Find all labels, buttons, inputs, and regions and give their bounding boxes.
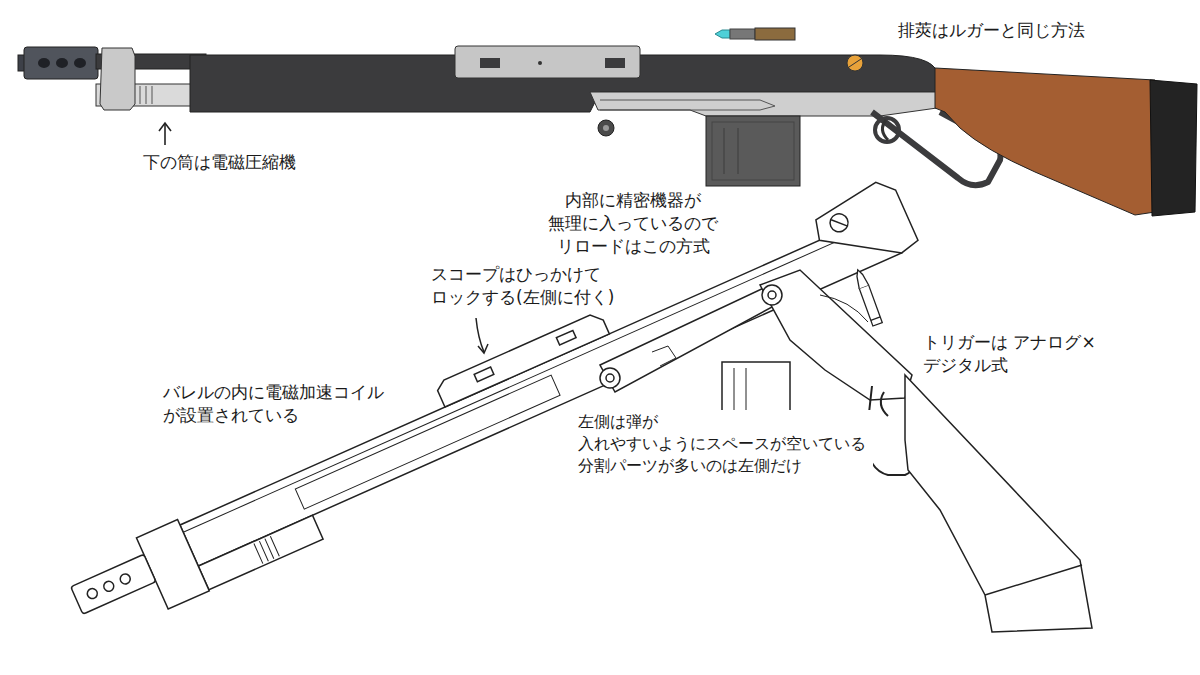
rifle-open-sketch-part-part — [827, 211, 851, 235]
rifle-open-sketch-part-part — [119, 572, 132, 585]
rifle-top-part — [24, 47, 98, 79]
cartridge-sketch-part — [871, 317, 880, 320]
rifle-open-sketch-part-part — [102, 580, 115, 593]
rifle-top-part — [598, 120, 614, 136]
annotation: 排莢はルガーと同じ方法 — [895, 18, 1088, 43]
rifle-top-part — [847, 55, 863, 71]
rifle-open-sketch-part — [985, 565, 1082, 595]
leader-arrow — [476, 318, 488, 353]
rifle-open-sketch-part — [54, 176, 931, 641]
rifle-open-sketch-part-part — [474, 367, 494, 382]
rifle-top-part — [706, 116, 800, 186]
annotation: 左側は弾が 入れやすいようにスペースが空いている 分割パーツが多いのは左側だけ — [575, 410, 873, 478]
rifle-top-part — [724, 128, 738, 174]
rifle-top-part — [849, 59, 861, 67]
rifle-open-sketch-part — [905, 375, 1092, 632]
rifle-open-sketch-part — [652, 346, 676, 366]
annotation: バレルの内に電磁加速コイル が設置されている — [160, 380, 391, 428]
rifle-open-sketch-part-part — [198, 515, 323, 590]
cartridge-part — [755, 28, 795, 40]
rifle-open-sketch-part-part — [807, 176, 920, 281]
rifle-top-part — [875, 118, 899, 142]
annotation: スコープはひっかけて ロックする(左側に付く) — [428, 262, 629, 310]
rifle-top-part — [100, 48, 135, 110]
cartridge-part — [715, 30, 730, 38]
cartridge — [715, 28, 795, 40]
rifle-top-part — [38, 58, 50, 68]
rifle-top-part — [605, 58, 625, 68]
leader-arrow-part — [476, 318, 484, 352]
cartridge-part — [730, 29, 755, 39]
rifle-top-part — [712, 122, 794, 180]
rifle-top-part — [480, 58, 500, 68]
cartridge-sketch-part — [859, 285, 882, 326]
rifle-top-part — [935, 68, 1155, 215]
annotation: 内部に精密機器が 無理に入っているので リロードはこの方式 — [540, 188, 726, 259]
rifle-top-part — [56, 58, 68, 68]
rifle-top-part — [1150, 80, 1197, 216]
rifle-top-part — [882, 120, 888, 140]
rifle-top-part — [455, 46, 640, 78]
leader-arrow-part — [164, 124, 166, 145]
rifle-open-sketch-part-part — [831, 215, 847, 231]
rifle-top-part — [74, 58, 86, 68]
rifle-open-sketch — [54, 176, 1092, 641]
annotation: トリガーは アナログ×デジタル式 — [920, 330, 1101, 378]
rifle-open-sketch-part-part — [86, 587, 99, 600]
rifle-open-sketch-part-part — [254, 536, 279, 563]
rifle-open-sketch-part — [820, 295, 868, 322]
rifle-open-sketch-part-part — [71, 554, 156, 614]
leader-arrow — [159, 123, 171, 145]
rifle-open-sketch-part-part — [435, 311, 610, 407]
rifle-top-part — [600, 100, 775, 110]
rifle-open-sketch-part-part — [556, 330, 576, 345]
cartridge-sketch-part — [853, 268, 869, 288]
rifle-open-sketch-part — [600, 368, 620, 388]
rifle-open-sketch-part-part — [183, 219, 886, 532]
rifle-open-sketch-part — [768, 291, 776, 299]
annotation: 下の筒は電磁圧縮機 — [140, 150, 299, 175]
rifle-top-part — [590, 92, 937, 116]
leader-arrow-part — [478, 344, 488, 353]
leader-arrow-part — [159, 123, 171, 131]
rifle-open-sketch-part — [606, 374, 614, 382]
rifle-open-sketch-part — [762, 285, 782, 305]
rifle-top-part — [538, 61, 542, 65]
rifle-top-part — [603, 125, 609, 131]
cartridge-sketch — [853, 268, 882, 326]
rifle-open-sketch-part — [881, 392, 888, 416]
